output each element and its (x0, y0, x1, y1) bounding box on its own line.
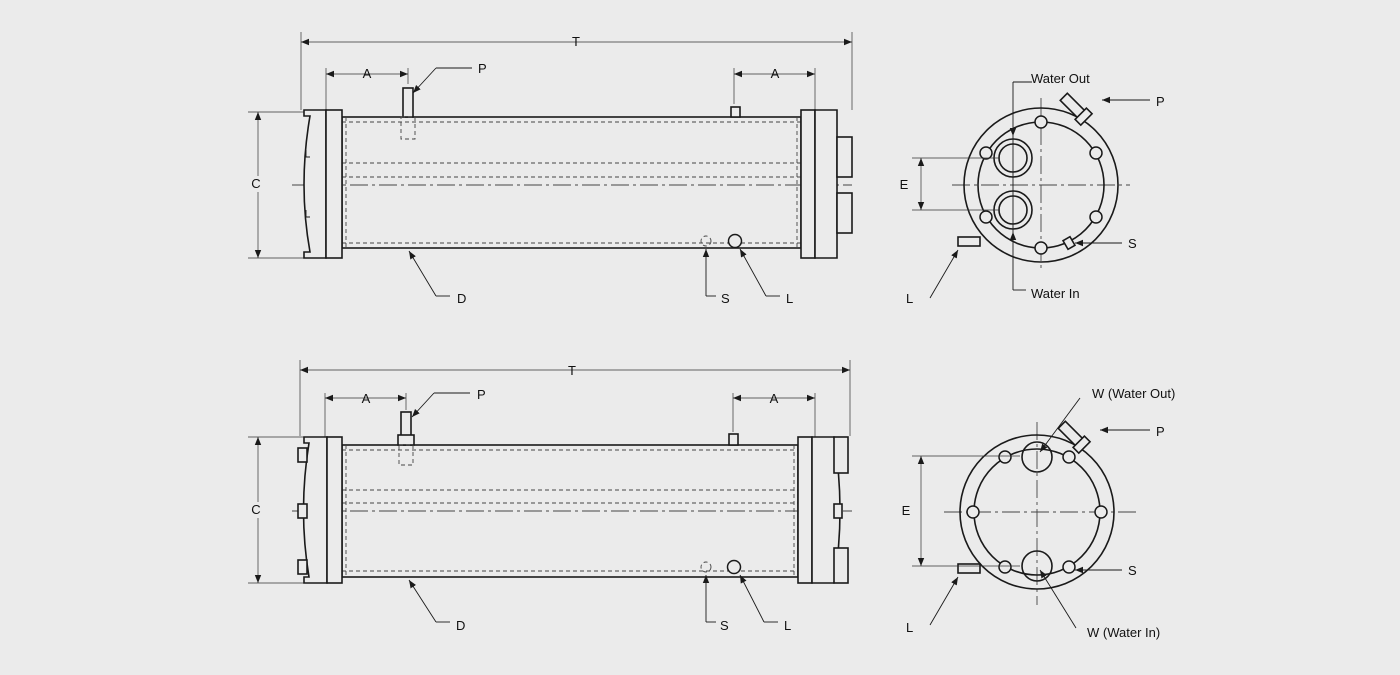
top-end-outer-circle (963, 107, 1119, 263)
bottom-end-label-water-in: W (Water In) (1087, 625, 1160, 640)
bottom-label-l: L (784, 618, 791, 633)
top-dim-t: T (300, 32, 853, 110)
bottom-end-pipe-l (957, 563, 981, 574)
bottom-end-water-in-nozzle (1021, 550, 1053, 582)
bottom-end-outer-circle (959, 434, 1115, 590)
bottom-label-s: S (720, 618, 729, 633)
bottom-right-flange (797, 436, 813, 584)
top-left-head (303, 109, 327, 259)
top-label-d: D (457, 291, 466, 306)
top-right-flange (800, 109, 816, 259)
bottom-fitting-l (726, 559, 742, 575)
top-end-fitting-s (1061, 235, 1077, 251)
top-dim-t-label: T (572, 34, 580, 49)
top-pipe-p (402, 87, 414, 118)
bottom-end-bolt (998, 560, 1012, 574)
top-end-bolt (979, 146, 993, 160)
top-end-bolt (1089, 210, 1103, 224)
top-right-nozzle-upper (836, 136, 853, 178)
bottom-end-bolt (1062, 450, 1076, 464)
top-end-pipe-l (957, 236, 981, 247)
top-fitting-s (700, 235, 712, 247)
top-dim-a-left: A (325, 66, 409, 112)
bottom-left-head (302, 436, 328, 584)
bottom-label-p: P (477, 387, 486, 402)
top-left-flange (325, 109, 343, 259)
top-end-label-water-in: Water In (1031, 286, 1080, 301)
bottom-end-label-water-out: W (Water Out) (1092, 386, 1175, 401)
top-dim-c-label: C (251, 176, 260, 191)
top-dim-a-right-label: A (771, 66, 780, 81)
bottom-small-fitting (728, 433, 739, 446)
bottom-end-view: P L S W (Water Out) W (Water In) E (898, 386, 1175, 640)
bottom-end-bolt (1062, 560, 1076, 574)
bottom-dim-c-label: C (251, 502, 260, 517)
bottom-dim-t: T (299, 360, 851, 436)
bottom-label-d: D (456, 618, 465, 633)
bottom-dim-a-right-label: A (770, 391, 779, 406)
top-end-dim-e: E (900, 177, 909, 192)
bottom-fitting-s (700, 561, 712, 573)
top-label-p: P (478, 61, 487, 76)
bottom-end-label-p: P (1156, 424, 1165, 439)
bottom-left-flange (326, 436, 343, 584)
top-shell (341, 116, 802, 249)
bottom-end-bolt (998, 450, 1012, 464)
top-end-bolt (1089, 146, 1103, 160)
bottom-side-view: T A A C (248, 360, 852, 633)
bottom-dim-a-right: A (732, 391, 816, 438)
top-end-bolt (1034, 115, 1048, 129)
top-dim-a-right: A (733, 66, 816, 112)
bottom-end-bolt (1094, 505, 1108, 519)
top-side-view: T A A C (248, 32, 853, 306)
top-right-nozzle-lower (836, 192, 853, 234)
top-label-l: L (786, 291, 793, 306)
top-label-s: S (721, 291, 730, 306)
bottom-pipe-p (400, 411, 412, 438)
top-right-head (814, 109, 838, 259)
top-dim-a-left-label: A (363, 66, 372, 81)
top-fitting-l (727, 233, 743, 249)
bottom-end-water-out-nozzle (1021, 441, 1053, 473)
bottom-end-label-l: L (906, 620, 913, 635)
top-end-label-s: S (1128, 236, 1137, 251)
bottom-end-dim-e: E (902, 503, 911, 518)
top-small-fitting (730, 106, 741, 118)
top-end-bolt (979, 210, 993, 224)
top-end-label-p: P (1156, 94, 1165, 109)
top-end-view: P L S Water Out Water In E (897, 71, 1165, 306)
top-dim-c: C (248, 111, 304, 259)
bottom-dim-t-label: T (568, 363, 576, 378)
bottom-dim-a-left-label: A (362, 391, 371, 406)
top-end-bolt (1034, 241, 1048, 255)
bottom-end-bolt (966, 505, 980, 519)
top-end-label-water-out: Water Out (1031, 71, 1090, 86)
bottom-right-nozzle-upper (833, 436, 849, 474)
bottom-right-nozzle-lower (833, 547, 849, 584)
bottom-dim-c: C (248, 436, 304, 584)
bottom-dim-a-left: A (324, 391, 407, 438)
top-end-label-l: L (906, 291, 913, 306)
bottom-end-label-s: S (1128, 563, 1137, 578)
